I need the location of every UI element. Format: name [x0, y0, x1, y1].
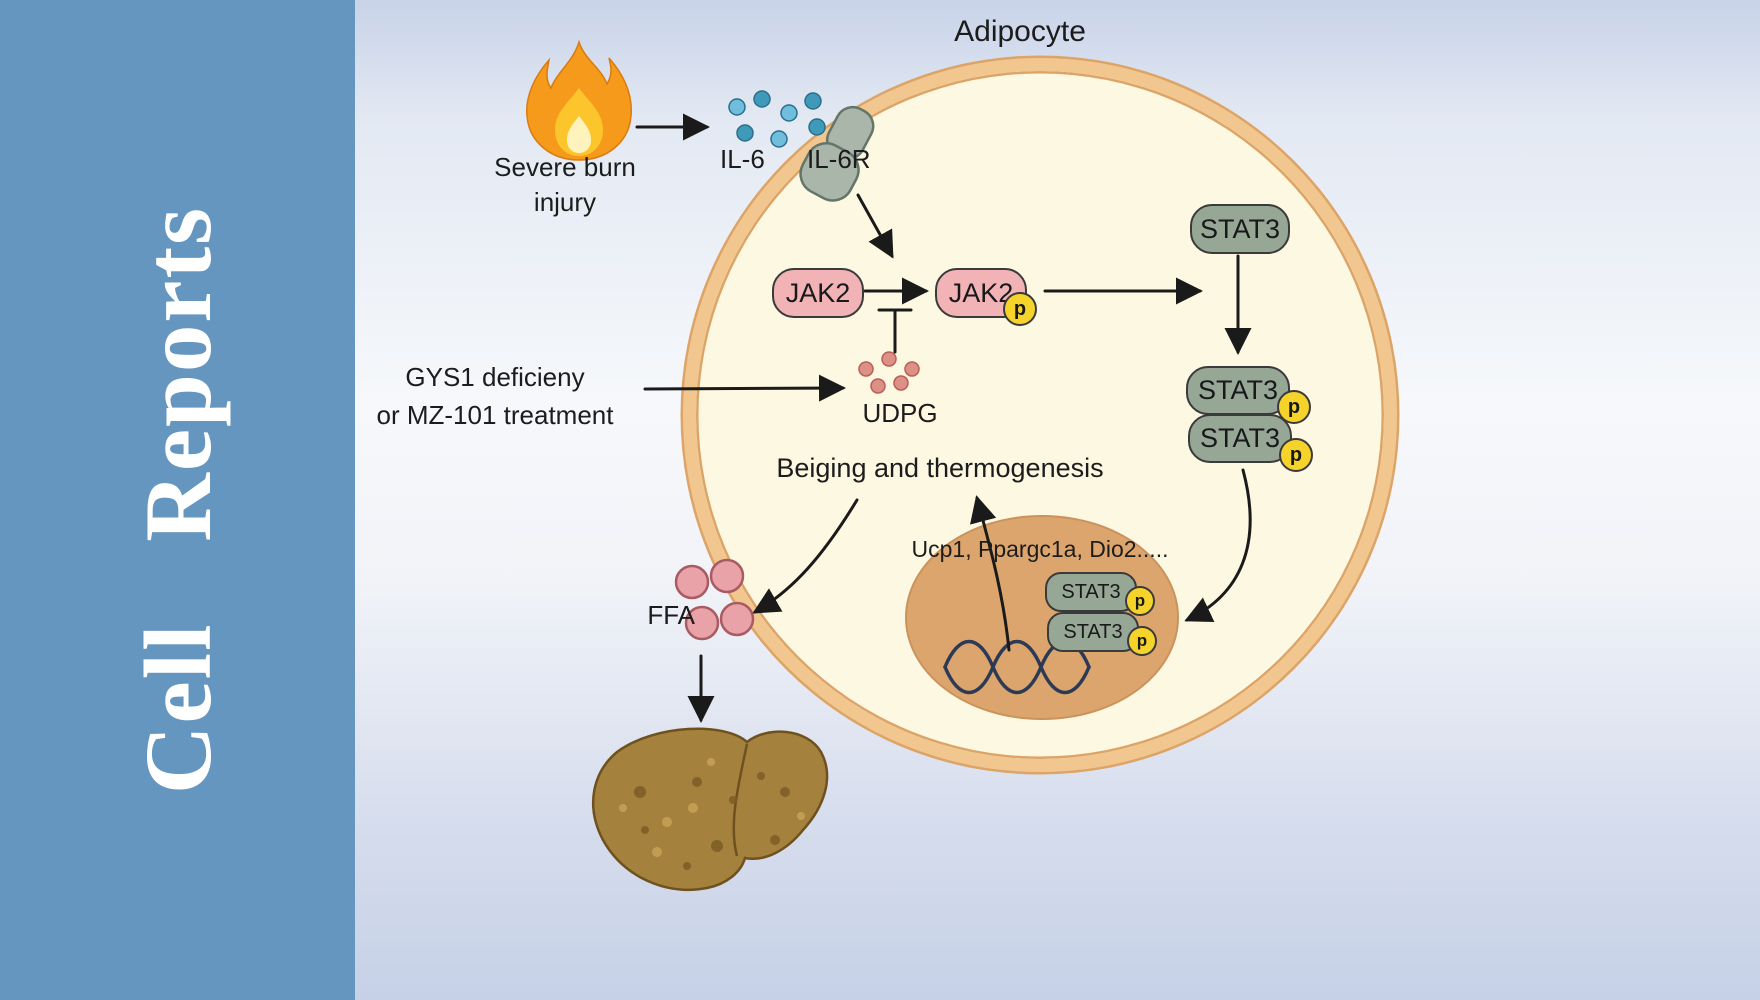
journal-name: Cell Reports [124, 205, 231, 795]
adipocyte-label: Adipocyte [954, 15, 1086, 48]
flame-icon [526, 39, 632, 161]
il6-label: IL-6 [720, 144, 765, 174]
stat3-dimer-box-1: STAT3 [1186, 366, 1290, 415]
jak2-box: JAK2 [772, 268, 864, 318]
figure-panel: Adipocyte Severe burn injury IL-6 IL-6R … [355, 0, 1760, 1000]
stat3-nuclear-box-2: STAT3 [1047, 612, 1139, 652]
il6r-label: IL-6R [807, 144, 871, 174]
udpg-label: UDPG [862, 398, 938, 428]
phospho-badge-dimer-2: p [1279, 438, 1313, 472]
phospho-badge-nuclear-2: p [1127, 626, 1157, 656]
journal-sidebar: Cell Reports [0, 0, 355, 1000]
stat3-box: STAT3 [1190, 204, 1290, 254]
phospho-badge-nuclear-1: p [1125, 586, 1155, 616]
il6-molecules [728, 90, 826, 148]
phospho-badge-dimer-1: p [1277, 390, 1311, 424]
genes-label: Ucp1, Ppargc1a, Dio2..... [911, 536, 1169, 562]
liver-icon [591, 727, 829, 891]
gys1-label: GYS1 deficieny or MZ-101 treatment [376, 362, 614, 430]
stat3-nuclear-box-1: STAT3 [1045, 572, 1137, 612]
severe-burn-label: Severe burn injury [494, 152, 636, 218]
phospho-badge-jak2: p [1003, 292, 1037, 326]
beiging-label: Beiging and thermogenesis [776, 453, 1104, 483]
ffa-label: FFA [647, 600, 695, 630]
stat3-dimer-box-2: STAT3 [1188, 414, 1292, 463]
